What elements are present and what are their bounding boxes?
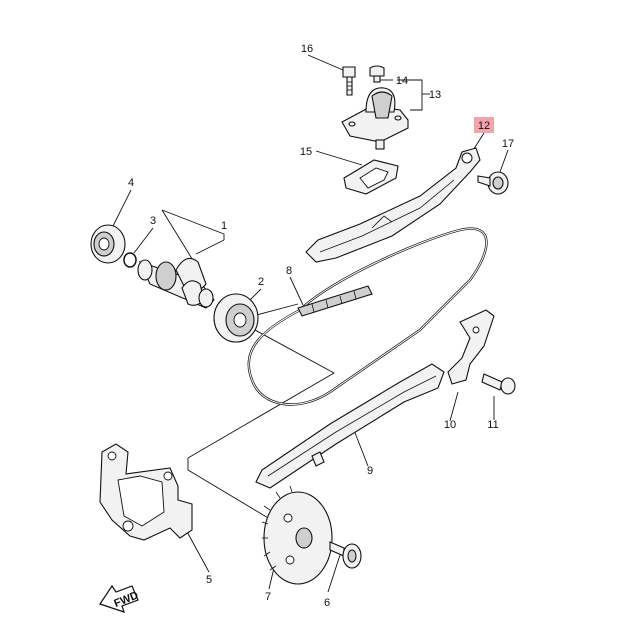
chain-guide <box>255 363 445 489</box>
stopper-bolt <box>481 373 516 395</box>
callout-6: 6 <box>324 597 330 609</box>
cam-sprocket <box>261 485 333 585</box>
tensioner-gasket <box>343 159 399 195</box>
callout-7: 7 <box>265 591 271 603</box>
highlight-box <box>474 117 494 133</box>
callout-3: 3 <box>150 215 156 227</box>
callout-5: 5 <box>206 574 212 586</box>
tensioner-cover-plate <box>99 443 193 541</box>
callout-10: 10 <box>444 419 456 431</box>
tensioner-guide-bolt <box>477 171 509 195</box>
camshaft-bearing-left <box>90 224 126 264</box>
callout-8: 8 <box>286 265 292 277</box>
callout-4: 4 <box>128 177 134 189</box>
camshaft-o-ring <box>123 252 137 268</box>
timing-chain <box>247 227 488 406</box>
callout-15: 15 <box>300 146 312 158</box>
callout-2: 2 <box>258 276 264 288</box>
callout-9: 9 <box>367 465 373 477</box>
chain-tensioner-assembly <box>341 87 409 150</box>
callout-12: 12 <box>478 120 490 132</box>
tensioner-bolt <box>342 66 356 96</box>
camshaft-bearing-right <box>213 293 259 343</box>
sprocket-bolt <box>329 541 362 569</box>
callout-17: 17 <box>502 138 514 150</box>
callout-1: 1 <box>221 220 227 232</box>
callout-13: 13 <box>429 89 441 101</box>
leader-lines <box>109 54 509 593</box>
tensioner-guide <box>305 147 481 263</box>
camshaft <box>137 257 215 309</box>
callout-numbers: 1 2 3 4 5 6 7 8 9 10 11 12 13 14 15 16 1… <box>128 43 514 609</box>
callout-11: 11 <box>487 419 498 431</box>
callout-14: 14 <box>396 75 408 87</box>
callout-16: 16 <box>301 43 313 55</box>
tensioner-cap-bolt <box>369 65 385 83</box>
forward-direction-arrow: FWD <box>99 584 140 613</box>
chain-guide-stopper <box>447 309 495 385</box>
